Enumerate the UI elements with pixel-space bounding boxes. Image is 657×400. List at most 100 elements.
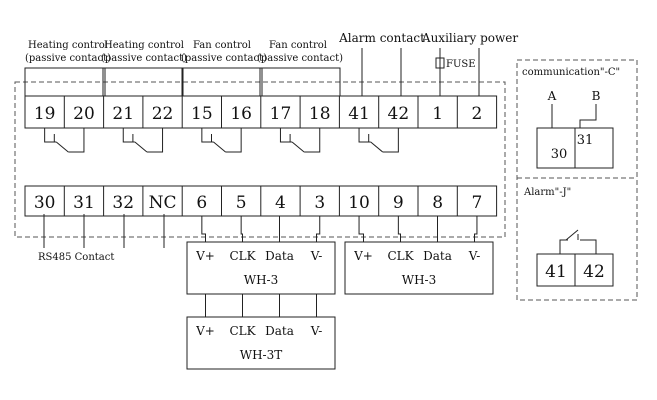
bottom-terminal-5: 5 [236,193,247,213]
alarm-contact-label: Alarm contact [338,31,425,45]
relay-4-blade [370,141,384,153]
top-terminal-20: 20 [73,104,95,124]
comm-line-b [579,104,597,130]
module-box [186,241,336,295]
relay-2-blade [213,141,226,153]
module-wh3t-signal: V- [310,324,323,338]
bottom-terminal-32: 32 [112,193,134,213]
bottom-terminal-31: 31 [73,193,95,213]
communication-title: communication"-C" [522,67,620,78]
heating-control-1-label: Heating control [28,40,108,51]
bottom-terminal-NC: NC [149,193,177,213]
fan1-leader [181,67,263,96]
relay-3-right [304,128,321,153]
module-wh3-left-signal: V+ [195,249,215,263]
module-wh3t: V+ CLK Data V- WH-3T [186,294,336,370]
module-wire [316,216,321,242]
rs485-contact-label: RS485 Contact [38,252,114,263]
module-wh3-left-signal: CLK [229,249,256,263]
relay-0-right [68,128,85,153]
fan-control-1-sublabel: (passive contact) [181,53,267,64]
bottom-terminal-4: 4 [275,193,286,213]
fan2-leader [259,67,341,96]
bottom-terminal-30: 30 [34,193,56,213]
module-wh3t-signal: V+ [195,324,215,338]
bottom-terminal-10: 10 [348,193,370,213]
comm-terminal-31: 31 [577,133,594,148]
module-wire [358,216,364,242]
bottom-terminal-6: 6 [196,193,207,213]
alarm-contact-right [580,239,597,256]
relay-2-left [201,128,214,143]
relay-3-blade [291,141,305,153]
module-wh3-right-signal: V- [468,249,481,263]
module-wh3t-signal: CLK [229,324,256,338]
top-terminal-17: 17 [270,104,292,124]
relay-4-left [358,128,371,143]
relay-4-right [382,128,399,153]
module-wh3-right-name: WH-3 [402,273,437,287]
top-terminal-15: 15 [191,104,213,124]
bottom-terminal-3: 3 [314,193,325,213]
top-terminal-42: 42 [388,104,410,124]
side-panel-enclosure [516,59,638,301]
alarm-contact-left [559,239,568,256]
bottom-terminal-7: 7 [472,193,483,213]
top-terminal-18: 18 [309,104,331,124]
bottom-terminal-row: 30 31 32 NC 6 5 4 3 10 9 8 7 [24,185,498,217]
top-terminal-row: 19 20 21 22 15 16 17 18 41 42 1 2 [24,95,498,129]
module-wh3-right-signal: V+ [353,249,373,263]
relay-2-right [225,128,242,153]
fuse-label: FUSE [446,59,476,70]
module-wh3-right-signal: Data [423,249,452,263]
module-box [344,241,494,295]
bottom-terminal-8: 8 [432,193,443,213]
top-terminal-2: 2 [472,104,483,124]
heating-control-1-sublabel: (passive contact) [25,53,111,64]
module-box [186,316,336,370]
comm-label-b: B [592,89,601,103]
top-terminal-16: 16 [230,104,252,124]
module-wh3-right: V+ CLK Data V- WH-3 [344,216,494,295]
heat2-leader [102,67,184,96]
fan-control-2-sublabel: (passive contact) [257,53,343,64]
module-wire [201,216,206,242]
auxiliary-power-label: Auxiliary power [421,31,518,45]
alarm-contact-blade [565,229,579,241]
module-wh3-left-name: WH-3 [244,273,279,287]
bottom-drop-lines [43,214,165,248]
module-wh3t-name: WH-3T [240,348,283,362]
alarm-terminal-41: 41 [545,262,567,282]
module-wire [240,216,243,242]
relay-contacts [44,128,399,153]
top-terminal-21: 21 [112,104,134,124]
relay-0-left [44,128,57,143]
header-leaders: FUSE [24,48,480,96]
top-terminal-19: 19 [34,104,56,124]
relay-1-left [122,128,135,143]
module-wire [397,216,401,242]
top-terminal-1: 1 [432,104,443,124]
bottom-terminal-9: 9 [393,193,404,213]
relay-1-right [146,128,164,153]
communication-panel: communication"-C" A B 30 31 [522,67,620,169]
comm-label-a: A [547,89,557,103]
top-terminal-22: 22 [152,104,174,124]
relay-3-left [279,128,293,143]
module-wh3t-signal: Data [265,324,294,338]
heating-control-2-sublabel: (passive contact) [101,53,187,64]
header-labels: Heating control (passive contact) Heatin… [25,31,518,64]
module-wh3-left-signal: V- [310,249,323,263]
alarm-title: Alarm"-J" [523,187,571,198]
module-wire [474,216,478,242]
heating-control-2-label: Heating control [104,40,184,51]
module-wh3-right-signal: CLK [387,249,414,263]
relay-1-blade [134,141,148,153]
heat1-leader [24,67,106,96]
top-terminal-41: 41 [348,104,370,124]
alarm-terminal-42: 42 [583,262,605,282]
comm-terminal-30: 30 [551,147,568,162]
